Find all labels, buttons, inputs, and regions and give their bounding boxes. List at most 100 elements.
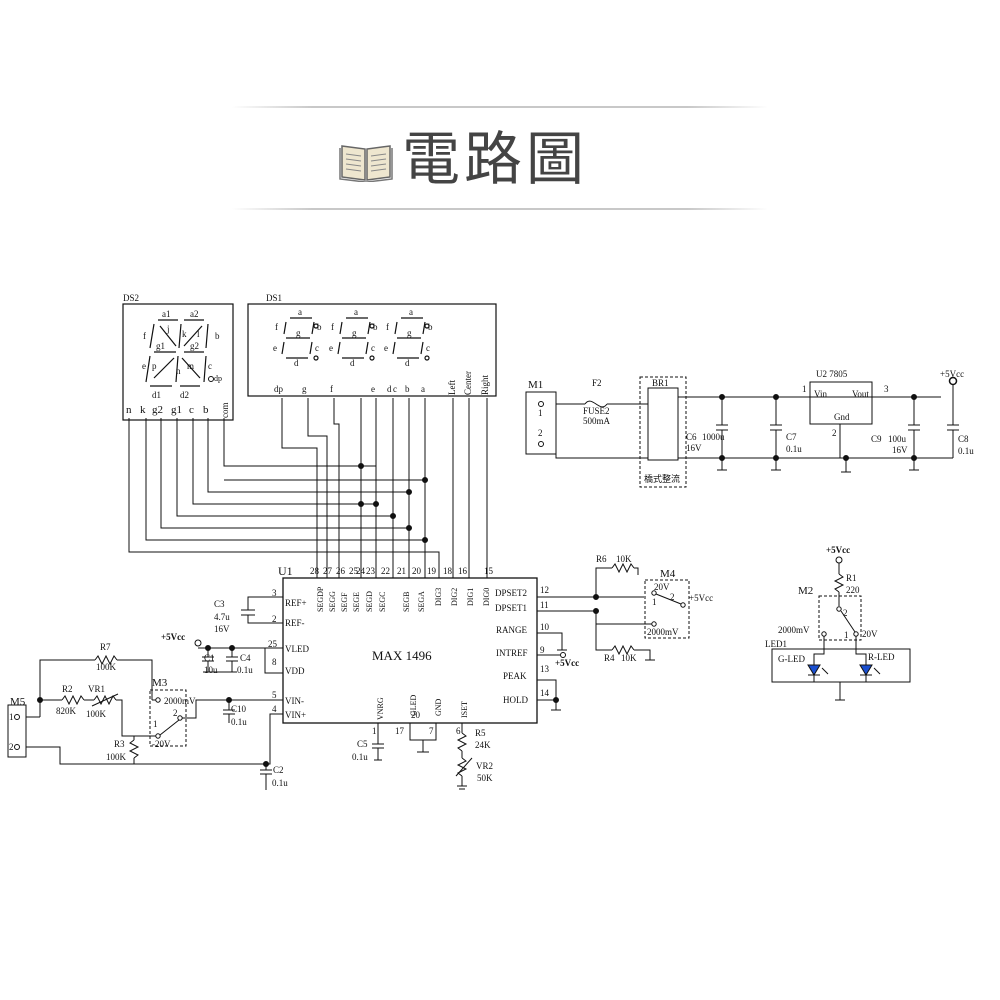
ds1-digit2-seg-g: g bbox=[352, 328, 357, 338]
ds2-seg-k: k bbox=[182, 329, 187, 339]
ds2-seg-n: n bbox=[176, 366, 181, 376]
u1-num-10: 10 bbox=[540, 622, 550, 632]
ds1-digit1-segment-1 bbox=[283, 321, 287, 335]
ds2-pin-n: n bbox=[126, 404, 132, 416]
u1-num-25: 25 bbox=[268, 639, 278, 649]
c4-label: C4 bbox=[240, 653, 251, 663]
c3-label: C3 bbox=[214, 599, 225, 609]
u1-pin-sege: SEGE bbox=[352, 592, 361, 612]
ds1-digit3-dp bbox=[424, 355, 430, 361]
r1-value: 220 bbox=[846, 585, 860, 595]
u2-pin2: 2 bbox=[832, 428, 837, 438]
c9-label: C9 bbox=[871, 434, 882, 444]
u1-pin-num-23: 23 bbox=[366, 566, 376, 576]
u1-pin-intref: INTREF bbox=[496, 648, 528, 658]
ds2-pin-com: com bbox=[220, 403, 230, 419]
c5-label: C5 bbox=[357, 739, 368, 749]
ds1-digit2-seg-a: a bbox=[354, 307, 358, 317]
r4-label: R4 bbox=[604, 653, 615, 663]
m3-20v: -20V bbox=[152, 739, 171, 749]
c6-label: C6 bbox=[686, 432, 697, 442]
u1-num-17: 17 bbox=[395, 726, 405, 736]
u1-pin-num-19: 19 bbox=[427, 566, 437, 576]
bus-junctions bbox=[358, 463, 428, 543]
c2-value: 0.1u bbox=[272, 778, 288, 788]
fuse-label: FUSE2 bbox=[583, 406, 610, 416]
m5-pin2: 2 bbox=[9, 742, 14, 752]
fuse-value: 500mA bbox=[583, 416, 611, 426]
ds2-seg-j: j bbox=[166, 324, 170, 334]
m3-2000mv: 2000mV bbox=[164, 696, 196, 706]
u1-pin-num-27: 27 bbox=[323, 566, 333, 576]
u2-pin1: 1 bbox=[802, 384, 807, 394]
m2-pin2: 2 bbox=[843, 608, 848, 618]
ds1-digit3-seg-g: g bbox=[407, 328, 412, 338]
ds2-pin-b: b bbox=[203, 404, 209, 416]
ds2-seg-d1: d1 bbox=[152, 390, 161, 400]
power-supply: M1 1 2 F2 FUSE2 500mA BR1 橋式整流 C6 10 bbox=[525, 369, 974, 488]
u1-num-6: 6 bbox=[456, 726, 461, 736]
u1-num-5: 5 bbox=[272, 690, 277, 700]
ds1-digit3-seg-a: a bbox=[409, 307, 413, 317]
c10-value: 0.1u bbox=[231, 717, 247, 727]
u1-left-passives: C3 4.7u 16V +5Vcc C1 10u C4 0.1u bbox=[161, 596, 283, 675]
u1-num-14: 14 bbox=[540, 688, 550, 698]
u1-pin-dig1: DIG1 bbox=[466, 588, 475, 606]
u1-pin-num-24: 24 bbox=[356, 566, 366, 576]
u1-pin-refp: REF+ bbox=[285, 598, 307, 608]
u1-pin-peak: PEAK bbox=[503, 671, 527, 681]
u1-pin-vinm: VIN- bbox=[285, 696, 304, 706]
c2-label: C2 bbox=[273, 765, 284, 775]
u1-pin-segb: SEGB bbox=[402, 592, 411, 612]
r1-label: R1 bbox=[846, 573, 857, 583]
r4-value: 10K bbox=[621, 653, 637, 663]
header-divider-bottom bbox=[232, 208, 768, 210]
ds1-digit1-segment-5 bbox=[309, 341, 313, 355]
ds1-digit2-dp bbox=[369, 355, 375, 361]
r6-label: R6 bbox=[596, 554, 607, 564]
u1-num-9: 9 bbox=[540, 645, 545, 655]
u1-pin-vdd: VDD bbox=[285, 666, 305, 676]
m2-pin1: 1 bbox=[844, 630, 849, 640]
c4-value: 0.1u bbox=[237, 665, 253, 675]
u1-pin-vinp: VIN+ bbox=[285, 710, 306, 720]
f2-label: F2 bbox=[592, 378, 602, 388]
r5-value: 24K bbox=[475, 740, 491, 750]
c9-value: 100u bbox=[888, 434, 907, 444]
u1-pin-iset: ISET bbox=[460, 701, 469, 718]
ds1-digit2-seg-f: f bbox=[331, 322, 334, 332]
ds1-pin-g: g bbox=[302, 384, 307, 394]
ds2-seg-f: f bbox=[143, 331, 146, 341]
u1-num-8: 8 bbox=[272, 657, 277, 667]
r6-value: 10K bbox=[616, 554, 632, 564]
ds1-digit1-seg-b: b bbox=[317, 322, 322, 332]
u2-pin3: 3 bbox=[884, 384, 889, 394]
m4-pin1: 1 bbox=[652, 597, 657, 607]
r2-label: R2 bbox=[62, 684, 73, 694]
m3-pin1: 1 bbox=[153, 719, 158, 729]
ds2-display: DS2 a1 a2 j k l f b g1 g2 e p n m bbox=[122, 293, 234, 421]
ds2-seg-d2: d2 bbox=[180, 390, 189, 400]
ds1-digit3-segment-2 bbox=[422, 321, 426, 335]
m1-label: M1 bbox=[528, 379, 543, 391]
page-title: 電路圖 bbox=[402, 125, 589, 193]
u1-pin-refm: REF- bbox=[285, 618, 305, 628]
u1-num-3: 3 bbox=[272, 588, 277, 598]
u1-pin-dig0: DIG0 bbox=[482, 588, 491, 606]
c6-voltage: 16V bbox=[686, 443, 702, 453]
ds2-seg-c: c bbox=[208, 361, 212, 371]
vcc-intref: +5Vcc bbox=[555, 658, 579, 668]
ds1-digit1-segment-2 bbox=[311, 321, 315, 335]
ds1-digit2-colon bbox=[369, 323, 375, 329]
ds2-pin-k: k bbox=[140, 404, 146, 416]
m3-pin2: 2 bbox=[173, 708, 178, 718]
ds2-pin-g1: g1 bbox=[171, 404, 182, 416]
u1-pin-segf: SEGF bbox=[340, 592, 349, 612]
rled-label: R-LED bbox=[868, 652, 895, 662]
c7-value: 0.1u bbox=[786, 444, 802, 454]
ds1-digit2-seg-d: d bbox=[350, 358, 355, 368]
u1-pin-num-26: 26 bbox=[336, 566, 346, 576]
c10-label: C10 bbox=[231, 704, 247, 714]
ds1-digit2-segment-4 bbox=[337, 341, 341, 355]
ds2-seg-m: m bbox=[187, 361, 194, 371]
